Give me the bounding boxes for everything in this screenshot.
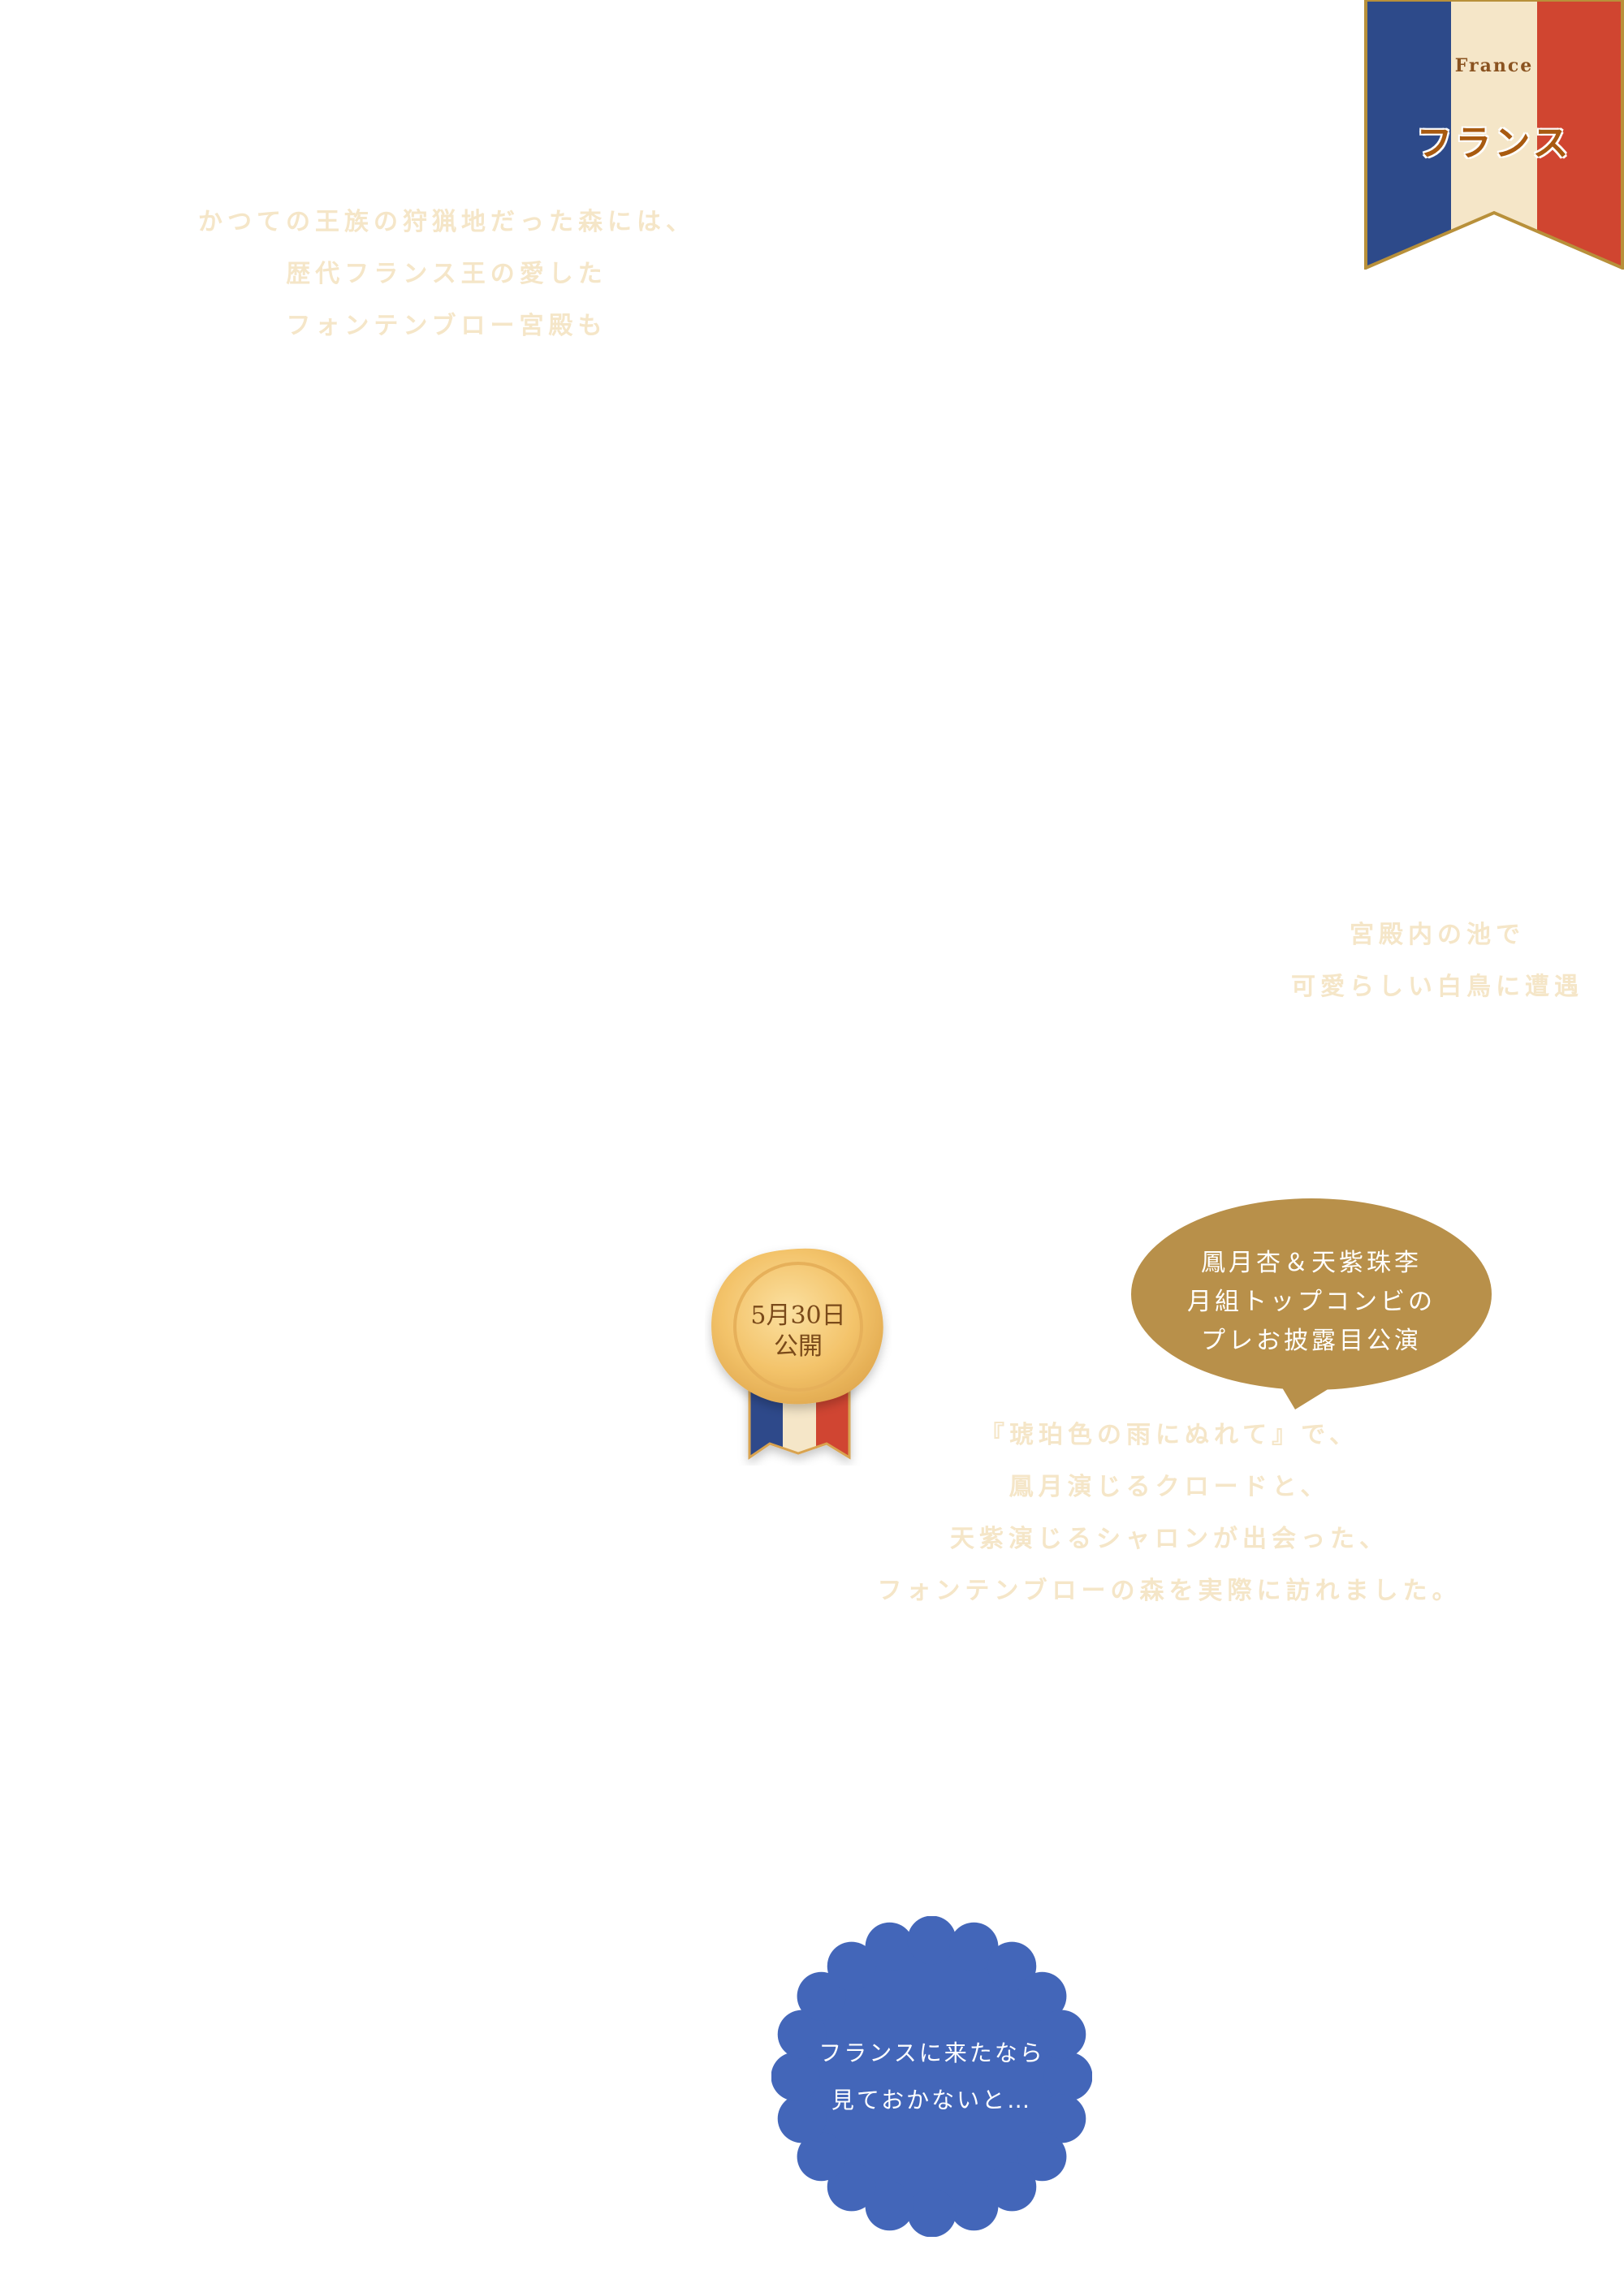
caption-line: 可愛らしい白鳥に遭遇 xyxy=(1291,973,1583,1001)
scalloped-badge-shape xyxy=(771,1915,1093,2238)
speech-bubble-shape xyxy=(1131,1198,1492,1409)
caption-line: 鳳月演じるクロードと、 xyxy=(1009,1473,1330,1501)
scalloped-badge-text: フランスに来たなら 見ておかないと… xyxy=(771,2030,1092,2124)
scalloped-badge: フランスに来たなら 見ておかないと… xyxy=(771,1915,1093,2238)
caption-line: 歴代フランス王の愛した xyxy=(286,260,607,288)
caption-pond: 宮殿内の池で 可愛らしい白鳥に遭遇 xyxy=(1267,909,1608,1013)
speech-bubble: 鳳月杏＆天紫珠李 月組トップコンビの プレお披露目公演 xyxy=(1129,1197,1494,1416)
caption-line: フォンテンブロー宮殿も xyxy=(286,312,607,340)
caption-line: 『琥珀色の雨にぬれて』で、 xyxy=(980,1421,1358,1449)
seal-text: 5月30日 公開 xyxy=(705,1301,892,1362)
bubble-line: 鳳月杏＆天紫珠李 xyxy=(1201,1249,1422,1277)
flag-label-en: France xyxy=(1454,55,1534,76)
seal-date: 5月30日 xyxy=(750,1302,846,1330)
caption-forest: かつての王族の狩猟地だった森には、 歴代フランス王の愛した フォンテンブロー宮殿… xyxy=(195,196,698,352)
scallop-line: フランスに来たなら xyxy=(818,2040,1045,2066)
caption-line: フォンテンブローの森を実際に訪れました。 xyxy=(877,1577,1462,1605)
scallop-line: 見ておかないと… xyxy=(831,2087,1033,2113)
caption-line: かつての王族の狩猟地だった森には、 xyxy=(198,208,695,236)
france-flag-ribbon: France フランス xyxy=(1364,0,1624,271)
flag-ribbon-shape xyxy=(1364,0,1624,271)
bubble-line: プレお披露目公演 xyxy=(1201,1327,1422,1355)
speech-bubble-text: 鳳月杏＆天紫珠李 月組トップコンビの プレお披露目公演 xyxy=(1129,1244,1494,1361)
caption-line: 宮殿内の池で xyxy=(1350,921,1525,949)
wax-seal-shape xyxy=(711,1248,883,1460)
seal-label: 公開 xyxy=(774,1332,823,1361)
caption-amber-rain: 『琥珀色の雨にぬれて』で、 鳳月演じるクロードと、 天紫演じるシャロンが出会った… xyxy=(861,1409,1478,1617)
release-date-seal: 5月30日 公開 xyxy=(705,1242,892,1466)
flag-label-ja: フランス xyxy=(1415,122,1572,165)
bubble-line: 月組トップコンビの xyxy=(1187,1288,1436,1316)
caption-line: 天紫演じるシャロンが出会った、 xyxy=(950,1525,1389,1553)
